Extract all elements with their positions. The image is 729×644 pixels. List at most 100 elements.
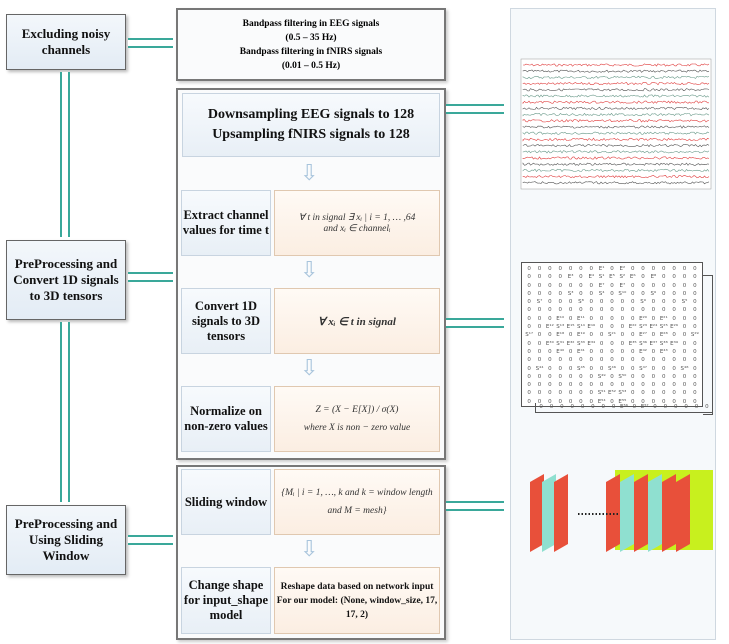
matrix-cell: 0 (548, 348, 552, 355)
matrix-cell: 0 (630, 373, 635, 380)
matrix-cell: 0 (589, 398, 594, 405)
matrix-cell: 0 (558, 274, 562, 281)
matrix-cell: 0 (662, 307, 666, 314)
matrix-cell: 0 (672, 357, 676, 364)
matrix-cell: 0 (549, 404, 554, 410)
matrix-cell: 0 (599, 299, 604, 306)
matrix-cell: 0 (610, 266, 614, 272)
matrix-cell: 0 (610, 398, 614, 405)
matrix-cell: S⁹ (640, 299, 646, 306)
matrix-cell: S⁴ (598, 290, 605, 297)
matrix-cell: 0 (682, 307, 687, 314)
window-slab (554, 474, 568, 552)
matrix-cell: 0 (620, 307, 625, 314)
matrix-cell: E²⁷ (639, 332, 647, 339)
matrix-cell: 0 (527, 266, 531, 272)
right-arrow (128, 272, 173, 282)
matrix-cell: 0 (548, 315, 552, 322)
matrix-cell: 0 (630, 307, 635, 314)
matrix-cell: 0 (630, 365, 635, 372)
down-arrow-icon: ⇩ (300, 536, 319, 561)
matrix-cell: 0 (693, 290, 697, 297)
matrix-cell: 0 (651, 382, 656, 389)
matrix-cell: 0 (537, 307, 542, 314)
sliding-window-network (530, 470, 713, 552)
eeg-signal-plot (520, 58, 712, 190)
matrix-cell: 0 (589, 299, 594, 306)
window-slab (542, 474, 556, 552)
right-arrow (446, 501, 504, 511)
matrix-cell: E³⁷ (649, 340, 658, 347)
matrix-cell: E⁴³ (659, 348, 668, 355)
plot-axes (520, 58, 712, 190)
normalize-label: Normalize on non-zero values (181, 386, 271, 452)
matrix-cell: E¹⁶ (587, 324, 596, 331)
matrix-cell: S⁵⁰ (618, 373, 627, 380)
matrix-cell: 0 (630, 299, 635, 306)
matrix-cell: 0 (610, 324, 614, 331)
matrix-cell: 0 (630, 332, 635, 339)
matrix-cell: 0 (641, 290, 645, 297)
signal-trace (522, 106, 710, 111)
formula-line: ∀ xᵢ ∈ t in signal (318, 315, 396, 328)
matrix-cell: 0 (693, 299, 697, 306)
matrix-cell: 0 (610, 315, 614, 322)
matrix-cell: 0 (568, 315, 573, 322)
matrix-cell: 0 (663, 404, 668, 410)
matrix-cell: 0 (589, 282, 594, 289)
matrix-cell: 0 (620, 324, 625, 331)
matrix-cell: 0 (641, 390, 645, 397)
matrix-cell: 0 (651, 299, 656, 306)
matrix-cell: 0 (548, 307, 552, 314)
matrix-cell: 0 (579, 382, 583, 389)
matrix-cell: 0 (672, 382, 676, 389)
filter-box: Bandpass filtering in EEG signals (0.5 –… (176, 8, 446, 81)
matrix-cell: S¹⁴ (576, 324, 585, 331)
convert-formula: ∀ xᵢ ∈ t in signal (274, 288, 440, 354)
matrix-cell: 0 (662, 266, 666, 272)
matrix-cell: E²¹ (659, 315, 668, 322)
matrix-cell: 0 (589, 332, 594, 339)
matrix-cell: 0 (537, 398, 542, 405)
matrix-cell: 0 (672, 390, 676, 397)
matrix-cell: 0 (558, 373, 562, 380)
convert-label: Convert 1D signals to 3D tensors (181, 288, 271, 354)
matrix-cell: 0 (579, 290, 583, 297)
signal-trace (522, 181, 710, 185)
matrix-cell: 0 (558, 365, 562, 372)
matrix-cell: 0 (568, 382, 573, 389)
matrix-cell: 0 (558, 299, 562, 306)
matrix-cell: E³⁵ (628, 340, 637, 347)
matrix-cell: 0 (610, 340, 614, 347)
signal-trace (522, 112, 710, 117)
matrix-cell: 0 (630, 382, 635, 389)
matrix-cell: 0 (548, 390, 552, 397)
matrix-cell: 0 (694, 404, 699, 410)
matrix-cell: 0 (682, 274, 687, 281)
matrix-cell: E¹¹ (576, 315, 585, 322)
matrix-cell: 0 (682, 398, 687, 405)
matrix-cell: 0 (548, 266, 552, 272)
matrix-cell: 0 (589, 266, 594, 272)
matrix-cell: 0 (537, 315, 542, 322)
matrix-cell: 0 (693, 274, 697, 281)
matrix-cell: 0 (579, 282, 583, 289)
down-arrow-icon: ⇩ (300, 355, 319, 380)
matrix-cell: 0 (537, 382, 542, 389)
matrix-cell: 0 (527, 348, 531, 355)
matrix-cell: 0 (599, 324, 604, 331)
matrix-cell: 0 (579, 390, 583, 397)
matrix-cell: S²¹ (608, 332, 616, 339)
matrix-cell: S³³ (576, 340, 585, 347)
matrix-cell: 0 (527, 390, 531, 397)
matrix-cell: 0 (537, 290, 542, 297)
matrix-cell: 0 (651, 390, 656, 397)
matrix-cell: 0 (620, 315, 625, 322)
matrix-cell: 0 (653, 404, 657, 410)
matrix-cell: E¹² (545, 324, 554, 331)
matrix-cell: 0 (641, 307, 645, 314)
matrix-cell: 0 (682, 324, 687, 331)
matrix-cell: 0 (568, 307, 573, 314)
